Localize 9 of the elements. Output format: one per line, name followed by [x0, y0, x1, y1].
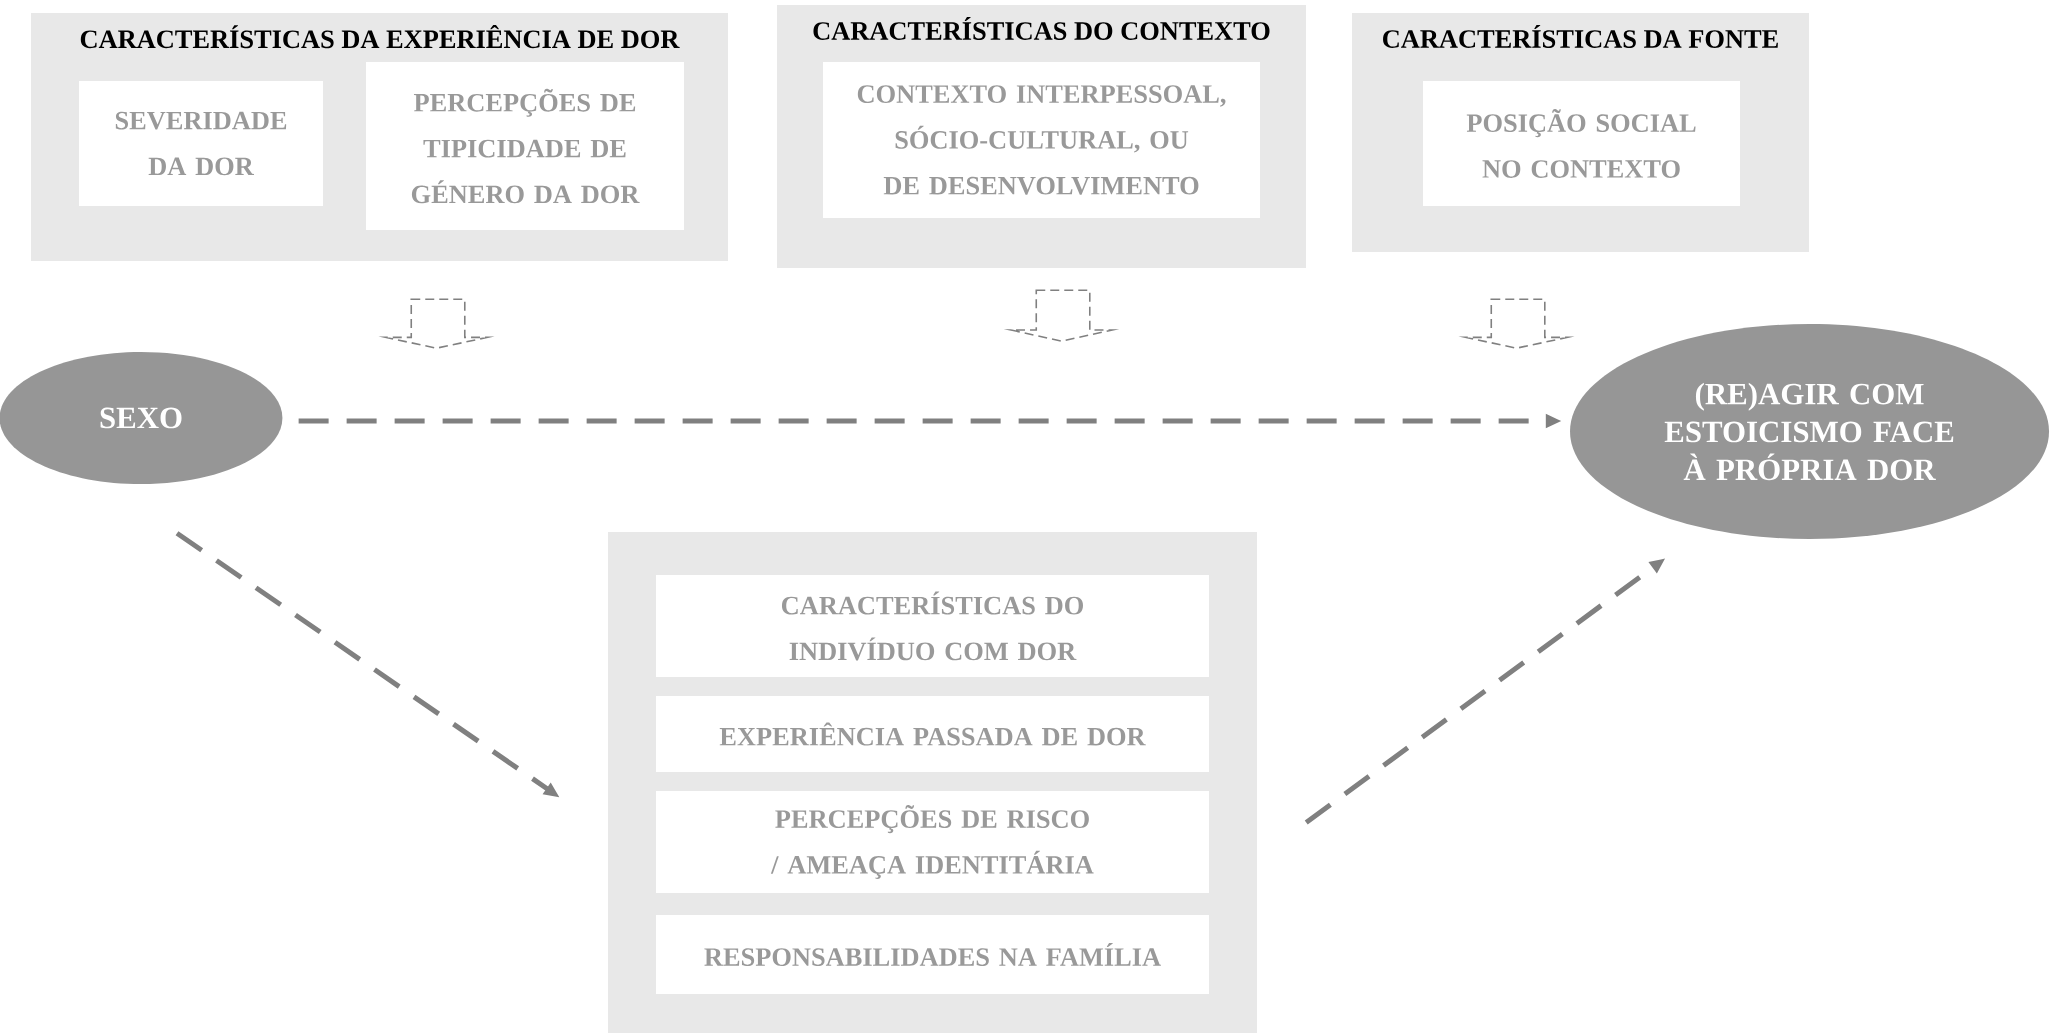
block-arrow — [1003, 289, 1120, 342]
text-box: POSIÇÃO SOCIAL NO CONTEXTO — [1423, 81, 1740, 206]
text-box: SEVERIDADE DA DOR — [79, 81, 323, 206]
text-box: CARACTERÍSTICAS DO INDIVÍDUO COM DOR — [656, 575, 1209, 677]
text-box: PERCEPÇÕES DE TIPICIDADE DE GÉNERO DA DOR — [366, 62, 684, 230]
text-box: EXPERIÊNCIA PASSADA DE DOR — [656, 696, 1209, 772]
text-box: RESPONSABILIDADES NA FAMÍLIA — [656, 915, 1209, 994]
text-box: PERCEPÇÕES DE RISCO / AMEAÇA IDENTITÁRIA — [656, 791, 1209, 893]
text-box: CONTEXTO INTERPESSOAL, SÓCIO-CULTURAL, OU DE DESENVOLVIMENTO — [823, 62, 1260, 218]
